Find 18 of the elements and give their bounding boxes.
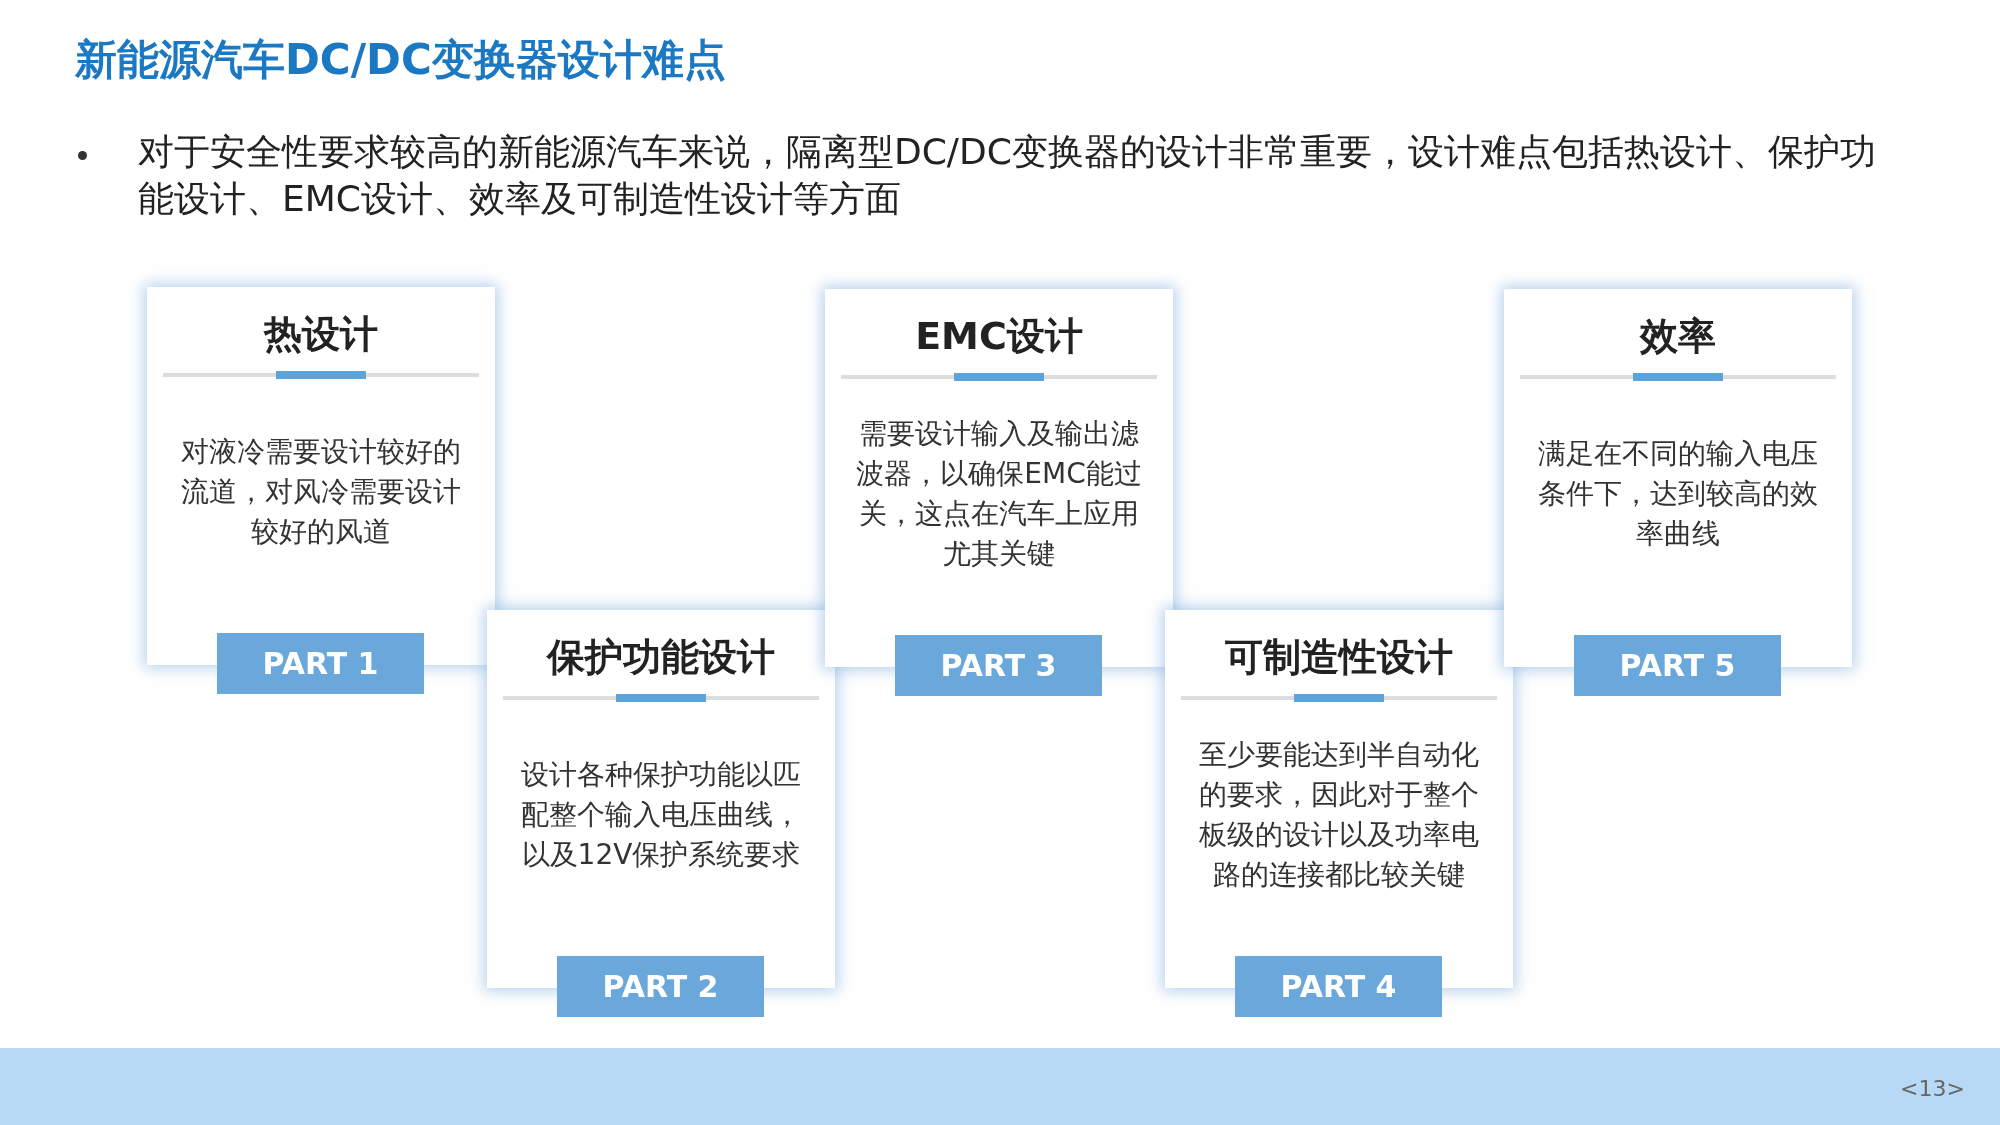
page-number: <13> (1900, 1076, 1965, 1101)
card-description: 设计各种保护功能以匹配整个输入电压曲线，以及12V保护系统要求 (520, 757, 802, 873)
card-description: 需要设计输入及输出滤波器，以确保EMC能过关，这点在汽车上应用尤其关键 (855, 416, 1143, 572)
card-heading: 效率 (1638, 313, 1717, 360)
slide-title: 新能源汽车DC/DC变换器设计难点 (75, 34, 726, 86)
card-heading: 热设计 (262, 311, 379, 358)
card-description: 满足在不同的输入电压条件下，达到较高的效率曲线 (1537, 436, 1819, 552)
part-label: PART 2 (557, 956, 764, 1017)
part-label: PART 1 (217, 633, 424, 694)
card-heading: 保护功能设计 (545, 634, 776, 681)
card-heading: EMC设计 (914, 313, 1084, 360)
part-label: PART 3 (895, 635, 1102, 696)
bullet-text: 对于安全性要求较高的新能源汽车来说，隔离型DC/DC变换器的设计非常重要，设计难点包括热设计、保护功能设计、EMC设计、效率及可制造性设计等方面 (138, 130, 1877, 221)
card-description: 至少要能达到半自动化的要求，因此对于整个板级的设计以及功率电路的连接都比较关键 (1198, 737, 1480, 893)
part-label: PART 4 (1235, 956, 1442, 1017)
card-description: 对液冷需要设计较好的流道，对风冷需要设计较好的风道 (180, 434, 462, 550)
card-heading: 可制造性设计 (1224, 634, 1454, 681)
part-label: PART 5 (1574, 635, 1781, 696)
